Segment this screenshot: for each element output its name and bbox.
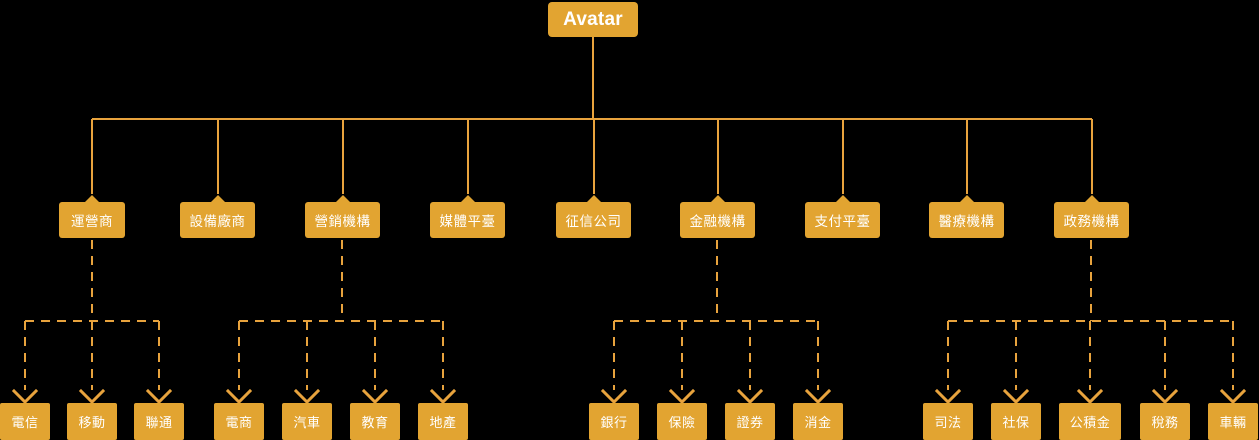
mid-node-1-label: 設備廠商 bbox=[189, 214, 246, 229]
leaf-node-13[interactable]: 公積金 bbox=[1059, 403, 1121, 440]
mid-node-2[interactable]: 營銷機構 bbox=[305, 195, 380, 238]
leaf-node-2[interactable]: 聯通 bbox=[134, 403, 184, 440]
leaf-node-11[interactable]: 司法 bbox=[923, 403, 973, 440]
leaf-node-4[interactable]: 汽車 bbox=[282, 403, 332, 440]
leaf-node-10[interactable]: 消金 bbox=[793, 403, 843, 440]
leaf-node-3[interactable]: 電商 bbox=[214, 403, 264, 440]
mid-node-5[interactable]: 金融機構 bbox=[680, 195, 755, 238]
leaf-node-7[interactable]: 銀行 bbox=[589, 403, 639, 440]
mid-node-6-label: 支付平臺 bbox=[814, 214, 871, 229]
leaf-node-9[interactable]: 證券 bbox=[725, 403, 775, 440]
arrowhead-icon bbox=[1076, 388, 1104, 405]
mid-node-7-label: 醫療機構 bbox=[938, 214, 995, 229]
mid-node-2-label: 營銷機構 bbox=[314, 214, 371, 229]
mid-node-0-label: 運營商 bbox=[71, 214, 113, 229]
mid-node-8-label: 政務機構 bbox=[1063, 214, 1120, 229]
leaf-node-10-label: 消金 bbox=[804, 415, 832, 430]
leaf-node-9-label: 證券 bbox=[736, 415, 764, 430]
arrowhead-icon bbox=[225, 388, 253, 405]
arrowhead-icon bbox=[78, 388, 106, 405]
mid-node-0[interactable]: 運營商 bbox=[59, 195, 125, 238]
root-node-avatar-label: Avatar bbox=[563, 8, 623, 30]
leaf-node-1-label: 移動 bbox=[78, 415, 106, 430]
mid-node-3[interactable]: 媒體平臺 bbox=[430, 195, 505, 238]
arrowhead-icon bbox=[600, 388, 628, 405]
root-node-avatar[interactable]: Avatar bbox=[548, 2, 638, 37]
mid-node-6[interactable]: 支付平臺 bbox=[805, 195, 880, 238]
mid-node-8[interactable]: 政務機構 bbox=[1054, 195, 1129, 238]
arrowhead-icon bbox=[145, 388, 173, 405]
leaf-node-3-label: 電商 bbox=[225, 415, 253, 430]
arrowhead-icon bbox=[934, 388, 962, 405]
leaf-node-5-label: 教育 bbox=[361, 415, 389, 430]
mid-node-1[interactable]: 設備廠商 bbox=[180, 195, 255, 238]
arrowhead-icon bbox=[1219, 388, 1247, 405]
arrowhead-icon bbox=[293, 388, 321, 405]
leaf-node-13-label: 公積金 bbox=[1069, 415, 1111, 430]
leaf-node-11-label: 司法 bbox=[934, 415, 962, 430]
arrowhead-icon bbox=[1002, 388, 1030, 405]
mid-node-5-label: 金融機構 bbox=[689, 214, 746, 229]
arrowhead-icon bbox=[736, 388, 764, 405]
leaf-node-14-label: 稅務 bbox=[1151, 415, 1179, 430]
arrowhead-icon bbox=[668, 388, 696, 405]
mid-node-3-label: 媒體平臺 bbox=[439, 214, 496, 229]
leaf-node-15-label: 車輛 bbox=[1219, 415, 1247, 430]
leaf-node-7-label: 銀行 bbox=[600, 415, 628, 430]
arrowhead-icon bbox=[1151, 388, 1179, 405]
mid-node-4-label: 征信公司 bbox=[565, 214, 622, 229]
mid-node-4[interactable]: 征信公司 bbox=[556, 195, 631, 238]
mid-node-7[interactable]: 醫療機構 bbox=[929, 195, 1004, 238]
arrowhead-icon bbox=[361, 388, 389, 405]
leaf-node-14[interactable]: 稅務 bbox=[1140, 403, 1190, 440]
leaf-node-5[interactable]: 教育 bbox=[350, 403, 400, 440]
arrowhead-icon bbox=[11, 388, 39, 405]
leaf-node-8[interactable]: 保險 bbox=[657, 403, 707, 440]
leaf-node-6[interactable]: 地產 bbox=[418, 403, 468, 440]
leaf-node-12-label: 社保 bbox=[1002, 415, 1030, 430]
leaf-node-6-label: 地產 bbox=[429, 415, 457, 430]
leaf-node-4-label: 汽車 bbox=[293, 415, 321, 430]
leaf-node-15[interactable]: 車輛 bbox=[1208, 403, 1258, 440]
leaf-node-12[interactable]: 社保 bbox=[991, 403, 1041, 440]
leaf-node-0-label: 電信 bbox=[11, 415, 39, 430]
leaf-node-0[interactable]: 電信 bbox=[0, 403, 50, 440]
leaf-node-8-label: 保險 bbox=[668, 415, 696, 430]
arrowhead-icon bbox=[804, 388, 832, 405]
arrowhead-icon bbox=[429, 388, 457, 405]
leaf-node-1[interactable]: 移動 bbox=[67, 403, 117, 440]
leaf-node-2-label: 聯通 bbox=[145, 415, 173, 430]
